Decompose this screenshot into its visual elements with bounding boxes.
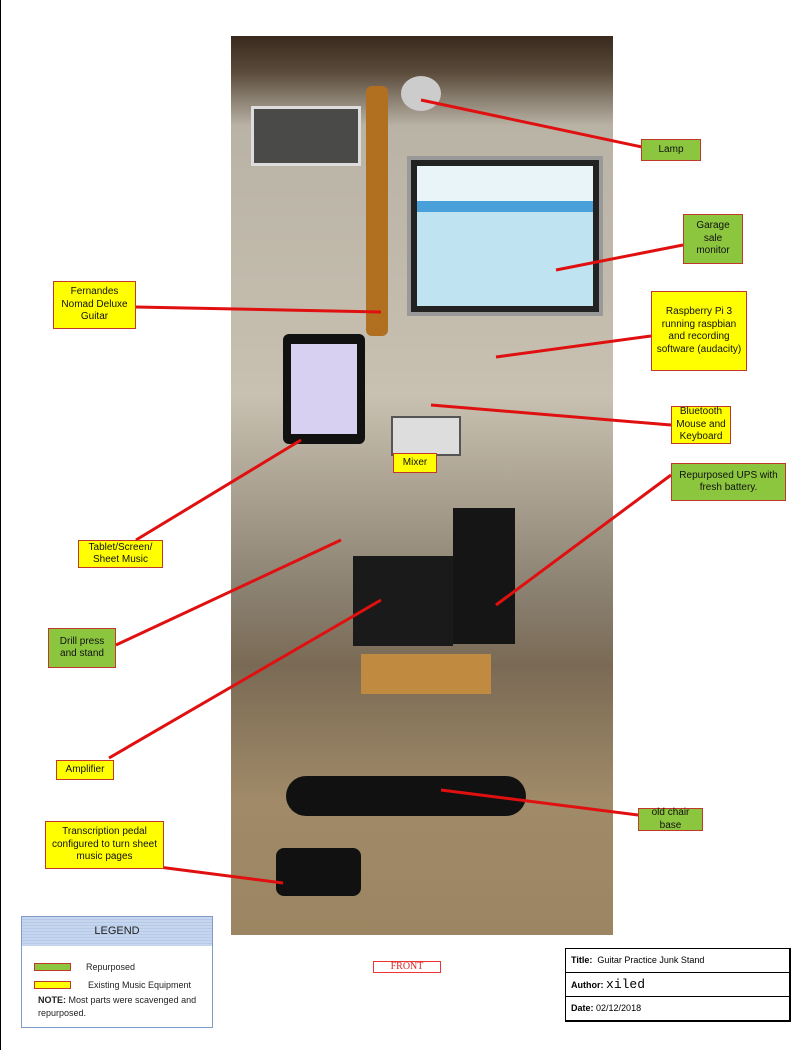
lamp [401, 76, 441, 111]
callout-monitor: Garage sale monitor [683, 214, 743, 264]
callout-drill: Drill press and stand [48, 628, 116, 668]
guitar [366, 86, 388, 336]
callout-text: Repurposed UPS with fresh battery. [679, 469, 778, 494]
callout-text: Tablet/Screen/ Sheet Music [88, 541, 153, 566]
legend-swatch-repurposed [34, 963, 71, 971]
callout-text: Bluetooth Mouse and Keyboard [676, 406, 726, 443]
callout-guitar: Fernandes Nomad Deluxe Guitar [53, 281, 136, 329]
author-label: Author: [571, 980, 604, 990]
note-text: Most parts were scavenged and repurposed… [38, 995, 197, 1018]
legend-swatch-existing [34, 981, 71, 989]
callout-mixer: Mixer [393, 453, 437, 473]
callout-text: Lamp [658, 143, 684, 155]
wood-board [361, 654, 491, 694]
monitor [407, 156, 603, 316]
legend-label-repurposed: Repurposed [86, 962, 136, 972]
callout-text: old chair base [651, 807, 690, 831]
tablet [283, 334, 365, 444]
date-label: Date: [571, 1003, 594, 1013]
callout-pedal: Transcription pedal configured to turn s… [45, 821, 164, 869]
chair-base [286, 776, 526, 816]
title-value: Guitar Practice Junk Stand [597, 955, 705, 965]
callout-chair: old chair base [638, 807, 703, 831]
callout-text: Garage sale monitor [696, 220, 730, 257]
title-block: Title: Guitar Practice Junk Stand Author… [565, 948, 791, 1022]
author-value: xiled [606, 977, 646, 992]
callout-lamp: Lamp [641, 139, 701, 161]
callout-amplifier: Amplifier [56, 760, 114, 780]
date-value: 02/12/2018 [596, 1003, 642, 1013]
legend-title: LEGEND [22, 917, 212, 946]
title-label: Title: [571, 955, 593, 965]
author-row: Author: xiled [566, 973, 789, 997]
callout-text: Fernandes Nomad Deluxe Guitar [61, 286, 128, 323]
equipment-photo [231, 36, 613, 935]
callout-text: Mixer [402, 456, 428, 468]
garage-door-window [251, 106, 361, 166]
legend-note: NOTE: Most parts were scavenged and repu… [38, 994, 208, 1020]
callout-text: Raspberry Pi 3 running raspbian and reco… [656, 306, 742, 355]
callout-bluetooth: Bluetooth Mouse and Keyboard [671, 406, 731, 444]
front-label: FRONT [373, 961, 441, 973]
callout-text: Amplifier [65, 763, 105, 775]
callout-raspberry: Raspberry Pi 3 running raspbian and reco… [651, 291, 747, 371]
callout-text: Drill press and stand [59, 635, 105, 660]
legend: LEGEND Repurposed Existing Music Equipme… [21, 916, 213, 1028]
note-label: NOTE: [38, 995, 66, 1005]
legend-label-existing: Existing Music Equipment [88, 980, 192, 990]
ups [453, 508, 515, 644]
date-row: Date: 02/12/2018 [566, 997, 789, 1021]
pedal [276, 848, 361, 896]
amplifier [353, 556, 453, 646]
callout-ups: Repurposed UPS with fresh battery. [671, 463, 786, 501]
mixer [391, 416, 461, 456]
title-row: Title: Guitar Practice Junk Stand [566, 949, 789, 973]
callout-text: Transcription pedal configured to turn s… [51, 826, 158, 863]
callout-tablet: Tablet/Screen/ Sheet Music [78, 540, 163, 568]
